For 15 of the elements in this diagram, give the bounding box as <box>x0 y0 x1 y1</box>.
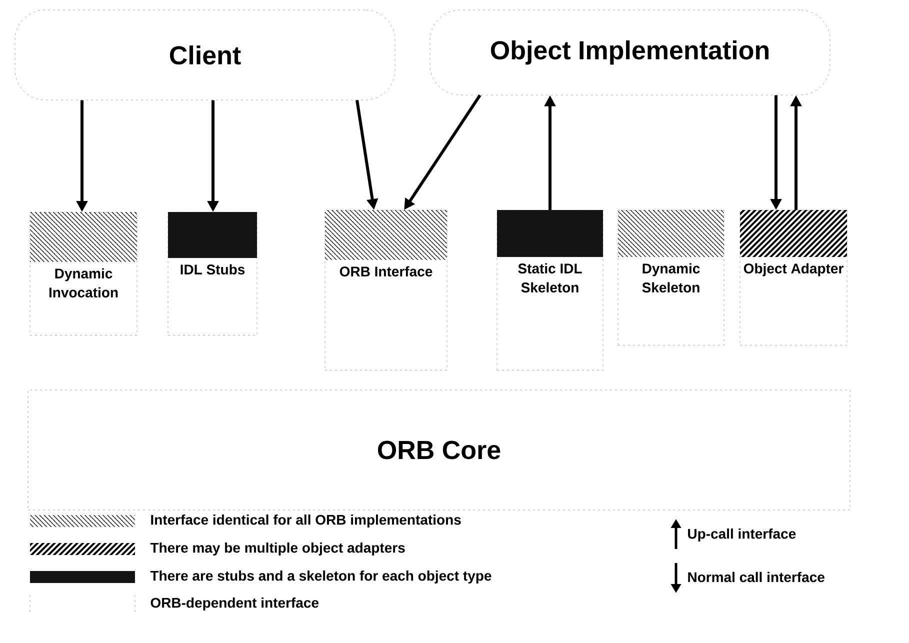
component-box: ORB Interface <box>324 210 448 370</box>
core-box: ORB Core <box>28 390 850 510</box>
legend-text: There may be multiple object adapters <box>150 542 405 556</box>
component-box: IDL Stubs <box>168 212 258 336</box>
rounded-box: Object Implementation <box>430 10 830 96</box>
legend-text: Interface identical for all ORB implementations <box>151 514 461 528</box>
legend-text: Up-call interface <box>688 528 796 542</box>
component-box: Dynamic Invocation <box>30 212 138 336</box>
legend-text: Normal call interface <box>688 572 824 582</box>
component-box: Object Adapter <box>740 210 848 346</box>
legend-text: ORB-dependent interface <box>150 597 319 611</box>
legend-text: There are stubs and a skeleton for each object type <box>150 570 492 584</box>
component-box: Dynamic Skeleton <box>618 210 724 346</box>
rounded-box: Client <box>14 10 396 100</box>
component-box: Static IDL Skeleton <box>496 210 604 370</box>
